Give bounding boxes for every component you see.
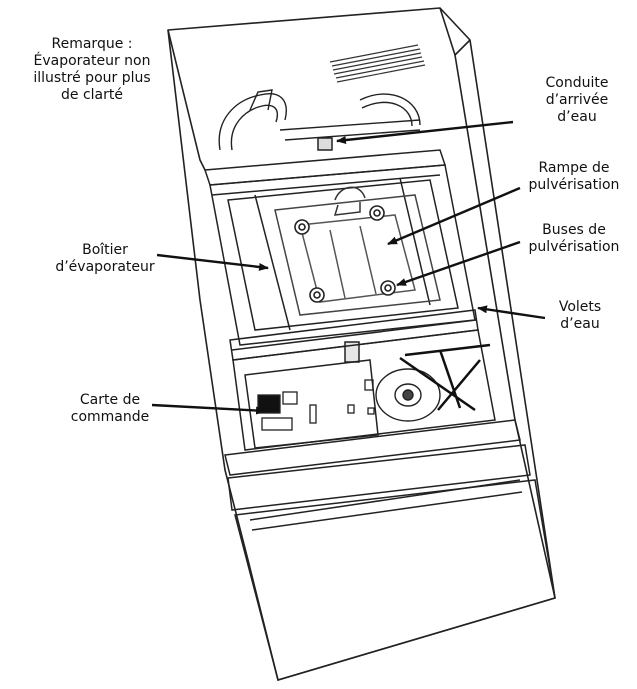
arrow-water-curtains [477, 305, 546, 320]
label-spray-nozzles: Buses de pulvérisation [528, 222, 620, 255]
base-drawer [224, 419, 556, 681]
top-frame [203, 137, 447, 196]
lower-compartment [232, 329, 496, 451]
spray-nozzles [294, 205, 396, 303]
arrow-control-board [151, 403, 266, 415]
evaporator-housing [209, 164, 476, 346]
arrow-spray-bar [387, 186, 521, 246]
fan-assembly [375, 343, 491, 422]
arrow-water-inlet [336, 120, 514, 145]
arrow-spray-nozzles [396, 240, 521, 287]
label-note: Remarque : Évaporateur non illustré pour… [33, 36, 151, 103]
arrow-evaporator-housing [156, 253, 269, 271]
label-water-curtains: Volets d’eau [558, 299, 602, 332]
label-control-board: Carte de commande [70, 392, 150, 425]
vent-grille [329, 44, 426, 83]
label-spray-bar: Rampe de pulvérisation [528, 160, 620, 193]
leader-arrows [151, 120, 546, 415]
water-tubing [218, 89, 421, 151]
label-evaporator-housing: Boîtier d’évaporateur [55, 242, 155, 275]
label-water-inlet: Conduite d’arrivée d’eau [545, 75, 609, 125]
control-board [257, 379, 375, 431]
